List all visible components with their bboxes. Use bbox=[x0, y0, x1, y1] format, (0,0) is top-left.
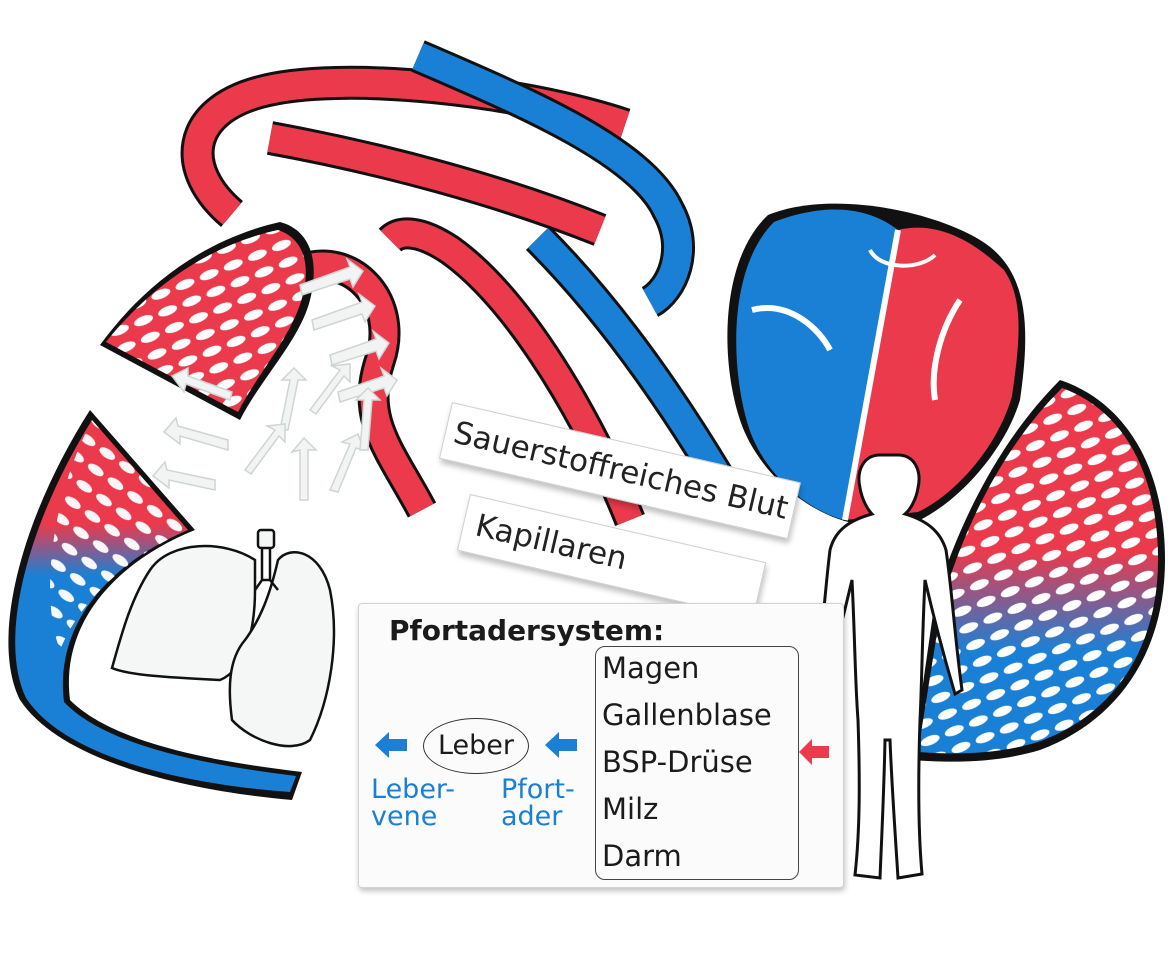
portal-vein-label: Pfort- ader bbox=[501, 776, 575, 830]
portal-system-title: Pfortadersystem: bbox=[389, 614, 665, 647]
organ-item: Magen bbox=[602, 651, 700, 685]
arrow-left-icon bbox=[545, 732, 577, 758]
heart-icon bbox=[727, 203, 1026, 524]
liver-oval: Leber bbox=[423, 718, 529, 774]
aorta-arch bbox=[180, 65, 631, 227]
arrow-left-icon bbox=[375, 732, 407, 758]
portal-vein-line1: Pfort- bbox=[501, 774, 575, 805]
vein-long bbox=[525, 225, 735, 489]
organ-list: Magen Gallenblase BSP-Drüse Milz Darm bbox=[595, 646, 799, 880]
liver-vein-label: Leber- vene bbox=[371, 776, 455, 830]
organ-item: Darm bbox=[602, 839, 682, 873]
liver-vein-line2: vene bbox=[371, 801, 438, 832]
portal-vein-line2: ader bbox=[501, 801, 563, 832]
organ-item: BSP-Drüse bbox=[602, 745, 753, 779]
body-capillaries-left bbox=[8, 410, 302, 800]
arrow-left-icon bbox=[799, 739, 829, 765]
artery-band bbox=[266, 121, 607, 246]
organ-item: Gallenblase bbox=[602, 698, 772, 732]
human-figure-icon bbox=[813, 453, 964, 880]
vena-cava-arch bbox=[411, 40, 695, 317]
portal-system-card: Pfortadersystem: Leber Leber- vene Pfort… bbox=[358, 603, 844, 888]
lung-capillaries-top bbox=[100, 222, 314, 420]
gas-exchange-arrows bbox=[151, 256, 399, 501]
lungs-icon bbox=[110, 528, 336, 748]
organ-item: Milz bbox=[602, 792, 659, 826]
liver-vein-line1: Leber- bbox=[371, 774, 456, 805]
body-capillaries-right bbox=[912, 380, 1165, 762]
